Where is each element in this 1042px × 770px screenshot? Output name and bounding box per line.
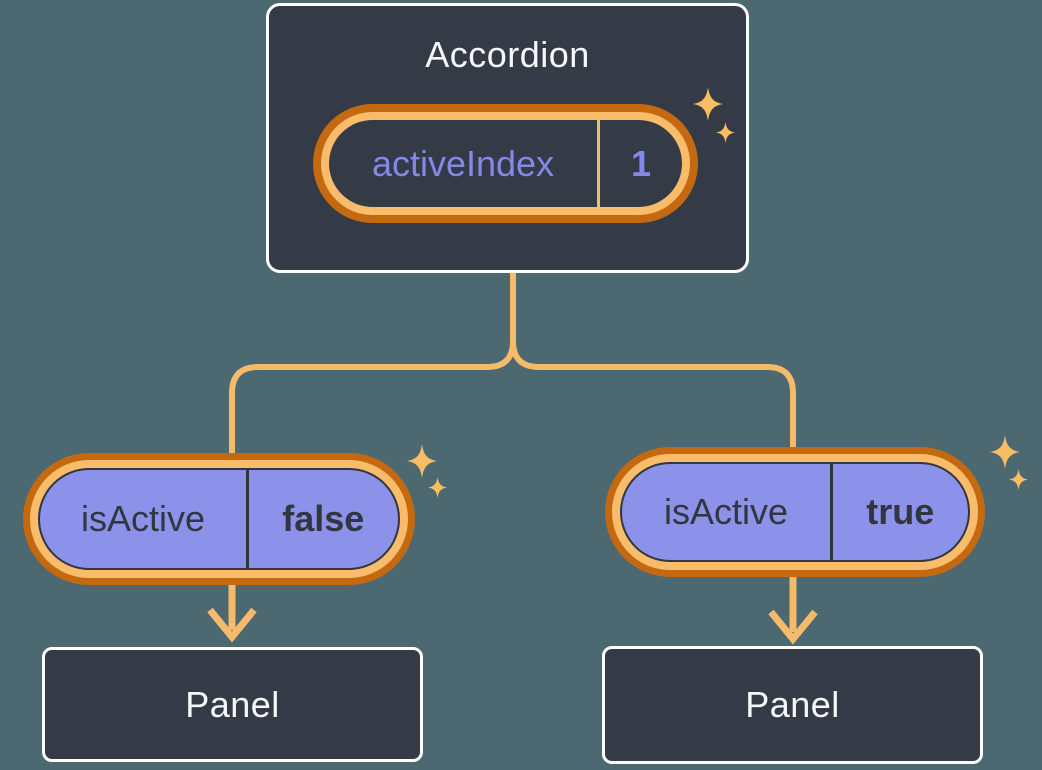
sparkle-icon (990, 435, 1020, 469)
pill-divider (597, 120, 600, 207)
state-name-label: activeIndex (371, 142, 555, 184)
panel-box-right: Panel (602, 646, 983, 764)
state-pill-active-index: activeIndex 1 (313, 104, 698, 223)
branch-right-line (510, 340, 796, 450)
sparkle-icon (428, 477, 447, 498)
state-value-label: 1 (630, 142, 652, 184)
prop-name-label: isActive (80, 498, 206, 539)
pill-divider (246, 470, 249, 568)
accordion-title: Accordion (425, 34, 590, 75)
panel-label: Panel (745, 684, 840, 725)
pill-divider (830, 464, 833, 560)
sparkle-icon (716, 122, 735, 143)
state-pill-inner-ring: activeIndex 1 (321, 112, 690, 215)
prop-pill-inner-ring: isActive false (30, 460, 408, 578)
state-pill-body: activeIndex 1 (329, 120, 682, 207)
prop-pill-body: isActive false (38, 468, 400, 570)
prop-pill-body: isActive true (620, 462, 970, 562)
sparkle-icon (407, 444, 437, 478)
arrow-left-head (207, 607, 257, 643)
prop-pill-is-active-true: isActive true (605, 447, 985, 577)
sparkle-icon (1009, 469, 1028, 490)
prop-pill-inner-ring: isActive true (612, 454, 978, 570)
panel-box-left: Panel (42, 647, 423, 762)
prop-name-label: isActive (663, 491, 789, 532)
branch-left-line (229, 340, 516, 456)
prop-value-label: false (282, 498, 365, 539)
prop-value-label: true (866, 491, 935, 532)
prop-pill-is-active-false: isActive false (23, 453, 415, 585)
arrow-right-head (768, 609, 818, 645)
panel-label: Panel (185, 683, 280, 725)
sparkle-icon (693, 87, 723, 121)
